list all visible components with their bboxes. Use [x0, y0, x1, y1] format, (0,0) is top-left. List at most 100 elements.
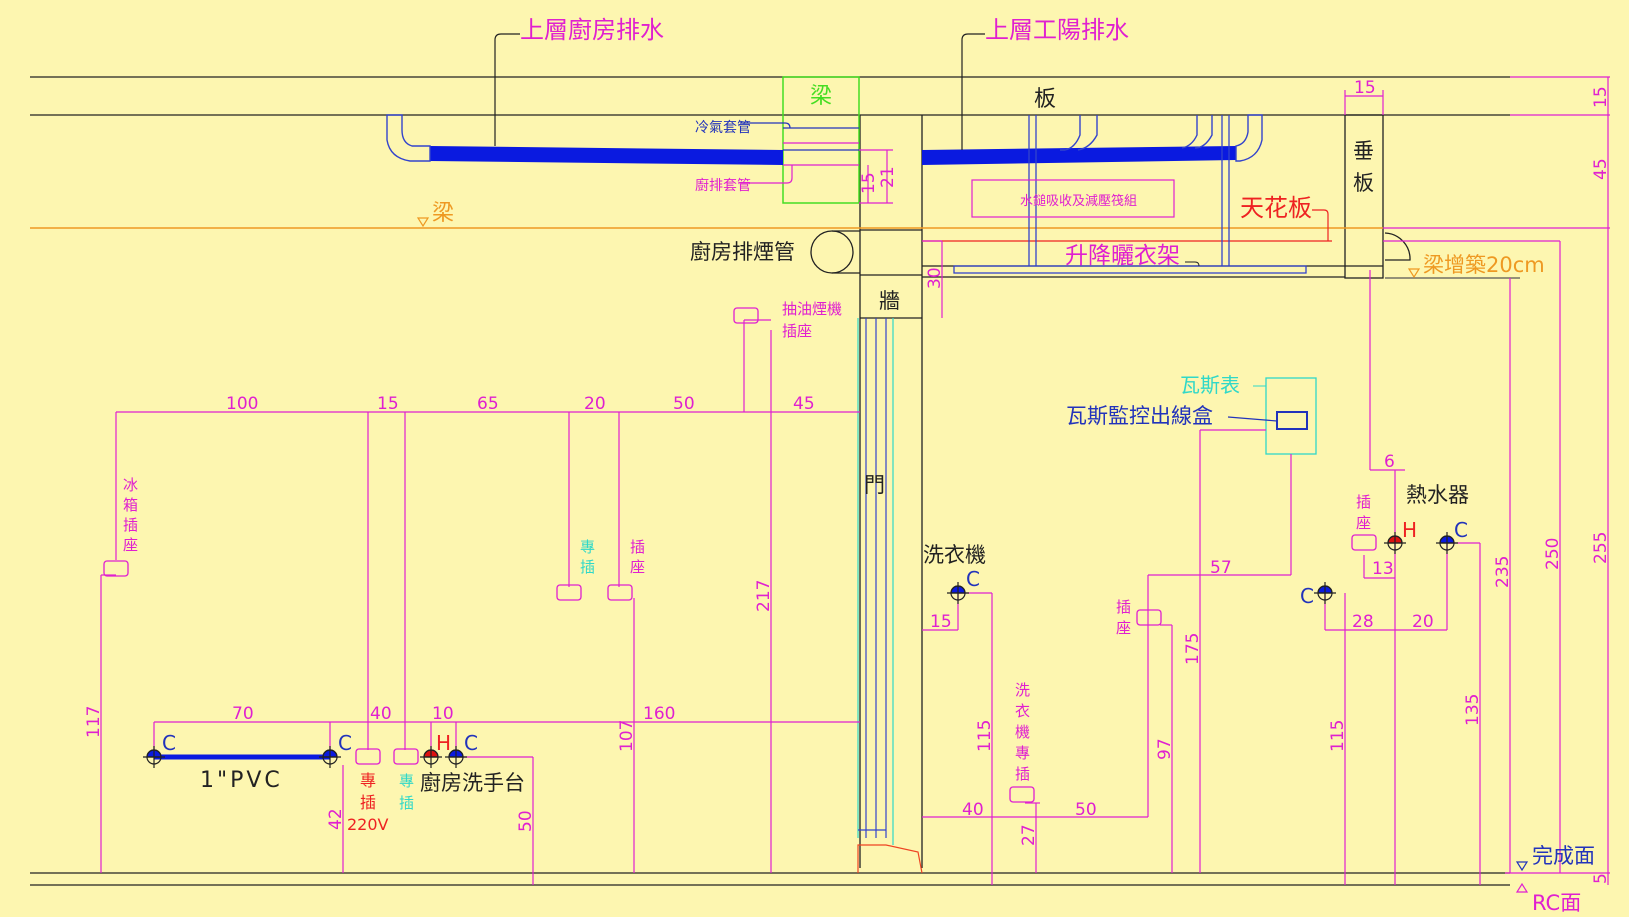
outlet-1 [607, 584, 633, 601]
dim-text: 50 [516, 810, 536, 832]
dim-text: 65 [477, 394, 499, 414]
svg-text:插: 插 [1015, 765, 1030, 783]
outlet-2 [1136, 609, 1162, 626]
dim-text: 115 [975, 720, 995, 752]
outlet-dedicated-2 [393, 748, 419, 765]
svg-text:機: 機 [1015, 723, 1030, 741]
cold-point [1436, 532, 1458, 554]
cold-point [143, 746, 165, 768]
label-rc-floor: RC面 [1532, 891, 1581, 915]
svg-text:箱: 箱 [123, 496, 138, 514]
water-points [143, 532, 1458, 768]
cold-labels: C C C C C C [162, 518, 1468, 755]
svg-text:H: H [436, 731, 451, 755]
outlet-hood [733, 307, 759, 324]
label-gas-monitor-box: 瓦斯監控出線盒 [1066, 404, 1213, 428]
upper-balcony-drain-pipe [922, 146, 1236, 165]
svg-text:C: C [966, 567, 980, 591]
door [857, 318, 923, 874]
label-upper-balcony-drain: 上層工陽排水 [985, 16, 1129, 44]
gas-meter-box [1265, 377, 1317, 455]
dim-text: 160 [643, 704, 675, 724]
svg-text:C: C [464, 731, 478, 755]
dim-text: 45 [1591, 158, 1611, 180]
label-kitchen-sink: 廚房洗手台 [420, 771, 525, 795]
svg-text:插: 插 [123, 516, 138, 534]
svg-text:插: 插 [630, 538, 645, 556]
svg-text:座: 座 [1116, 619, 1131, 637]
dim-text: 40 [370, 704, 392, 724]
dim-text: 97 [1155, 738, 1175, 760]
svg-text:專: 專 [580, 538, 595, 556]
svg-text:插: 插 [399, 794, 414, 812]
label-door: 門 [864, 473, 885, 497]
svg-text:C: C [338, 731, 352, 755]
label-beam-raise: 梁增築20cm [1423, 253, 1545, 277]
dim-text: 15 [1354, 78, 1376, 98]
dim-text: 100 [226, 394, 258, 414]
svg-text:冰: 冰 [123, 476, 138, 494]
cold-point [1314, 582, 1336, 604]
svg-text:C: C [162, 731, 176, 755]
dim-text: 15 [859, 172, 879, 194]
svg-text:H: H [1402, 518, 1417, 542]
svg-text:座: 座 [1356, 514, 1371, 532]
dim-text: 40 [962, 800, 984, 820]
label-220v-outlet: 專插 220V [347, 771, 389, 834]
label-beam-box: 梁 [810, 84, 832, 109]
label-washing-machine: 洗衣機 [923, 543, 986, 567]
dim-text: 135 [1463, 694, 1483, 726]
hot-point [1384, 532, 1406, 554]
drying-rack-bar [953, 265, 1307, 274]
gas-monitor-box [1276, 411, 1308, 430]
label-ceiling: 天花板 [1240, 194, 1312, 222]
dim-text: 255 [1591, 532, 1611, 564]
label-water-hammer: 水鎚吸收及減壓筏組 [1020, 193, 1137, 209]
dim-text: 107 [617, 720, 637, 752]
label-slab: 板 [1034, 87, 1056, 112]
svg-text:衣: 衣 [1015, 702, 1030, 720]
svg-text:專: 專 [399, 772, 414, 790]
label-outlet-1: 插座 [630, 538, 645, 576]
beam-box [782, 76, 860, 204]
svg-text:C: C [1454, 518, 1468, 542]
cold-point [947, 582, 969, 604]
dim-text: 42 [326, 808, 346, 830]
pipe-elbows [386, 114, 1263, 162]
outlet-220v [355, 748, 381, 765]
label-kitchen-drain-sleeve: 廚排套管 [695, 177, 751, 194]
label-outlet-3: 插座 [1356, 493, 1371, 532]
label-hood-outlet-1: 抽油煙機 [782, 300, 842, 318]
svg-text:座: 座 [123, 536, 138, 554]
dim-text: 235 [1493, 556, 1513, 588]
dim-text: 175 [1183, 633, 1203, 665]
outlet-washer [1009, 786, 1035, 803]
ceiling-leader [1312, 209, 1329, 241]
water-hammer-box [971, 179, 1175, 218]
label-water-heater: 熱水器 [1406, 483, 1469, 507]
dim-text: 70 [232, 704, 254, 724]
label-voltage: 220V [347, 815, 389, 834]
label-hood-outlet-2: 插座 [782, 322, 812, 340]
label-finish-floor: 完成面 [1532, 844, 1595, 868]
svg-text:插: 插 [1356, 493, 1371, 511]
svg-text:插: 插 [360, 793, 376, 812]
hot-point [420, 746, 442, 768]
upper-kitchen-drain-pipe [430, 146, 783, 165]
label-drop-slab-1: 垂 [1353, 139, 1374, 163]
drying-rack-rails [1028, 115, 1230, 266]
label-outlet-2: 插座 [1116, 598, 1131, 637]
dim-text: 5 [1591, 873, 1611, 884]
hot-labels: H H [436, 518, 1417, 755]
label-drop-slab-2: 板 [1353, 171, 1374, 195]
dim-text: 250 [1543, 538, 1563, 570]
dim-text: 50 [673, 394, 695, 414]
dim-text: 45 [793, 394, 815, 414]
label-gas-meter: 瓦斯表 [1180, 373, 1240, 397]
dim-text: 20 [1412, 612, 1434, 632]
outlet-fridge [103, 560, 129, 577]
dim-text: 6 [1384, 452, 1395, 472]
